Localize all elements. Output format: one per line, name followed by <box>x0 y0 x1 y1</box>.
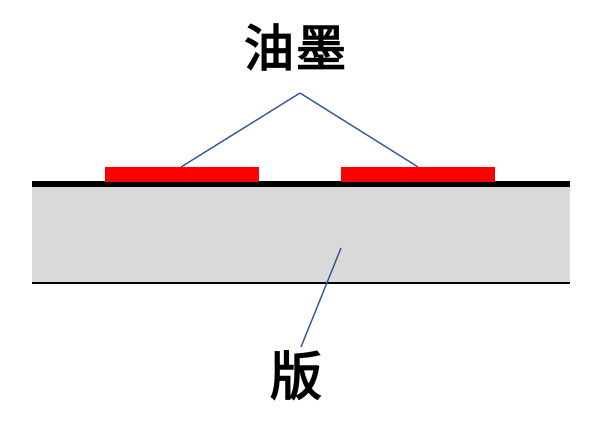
ink-block-left <box>105 167 259 182</box>
ink-leader-line-left <box>180 92 301 168</box>
plate-label: 版 <box>270 348 323 408</box>
ink-block-right <box>341 167 495 182</box>
ink-label: 油墨 <box>244 20 348 78</box>
plate-body <box>32 184 570 283</box>
plate-top-edge <box>32 181 570 187</box>
plate-leader-line <box>300 247 342 348</box>
ink-leader-line-right <box>299 92 419 168</box>
plate-bottom-edge <box>32 282 570 284</box>
